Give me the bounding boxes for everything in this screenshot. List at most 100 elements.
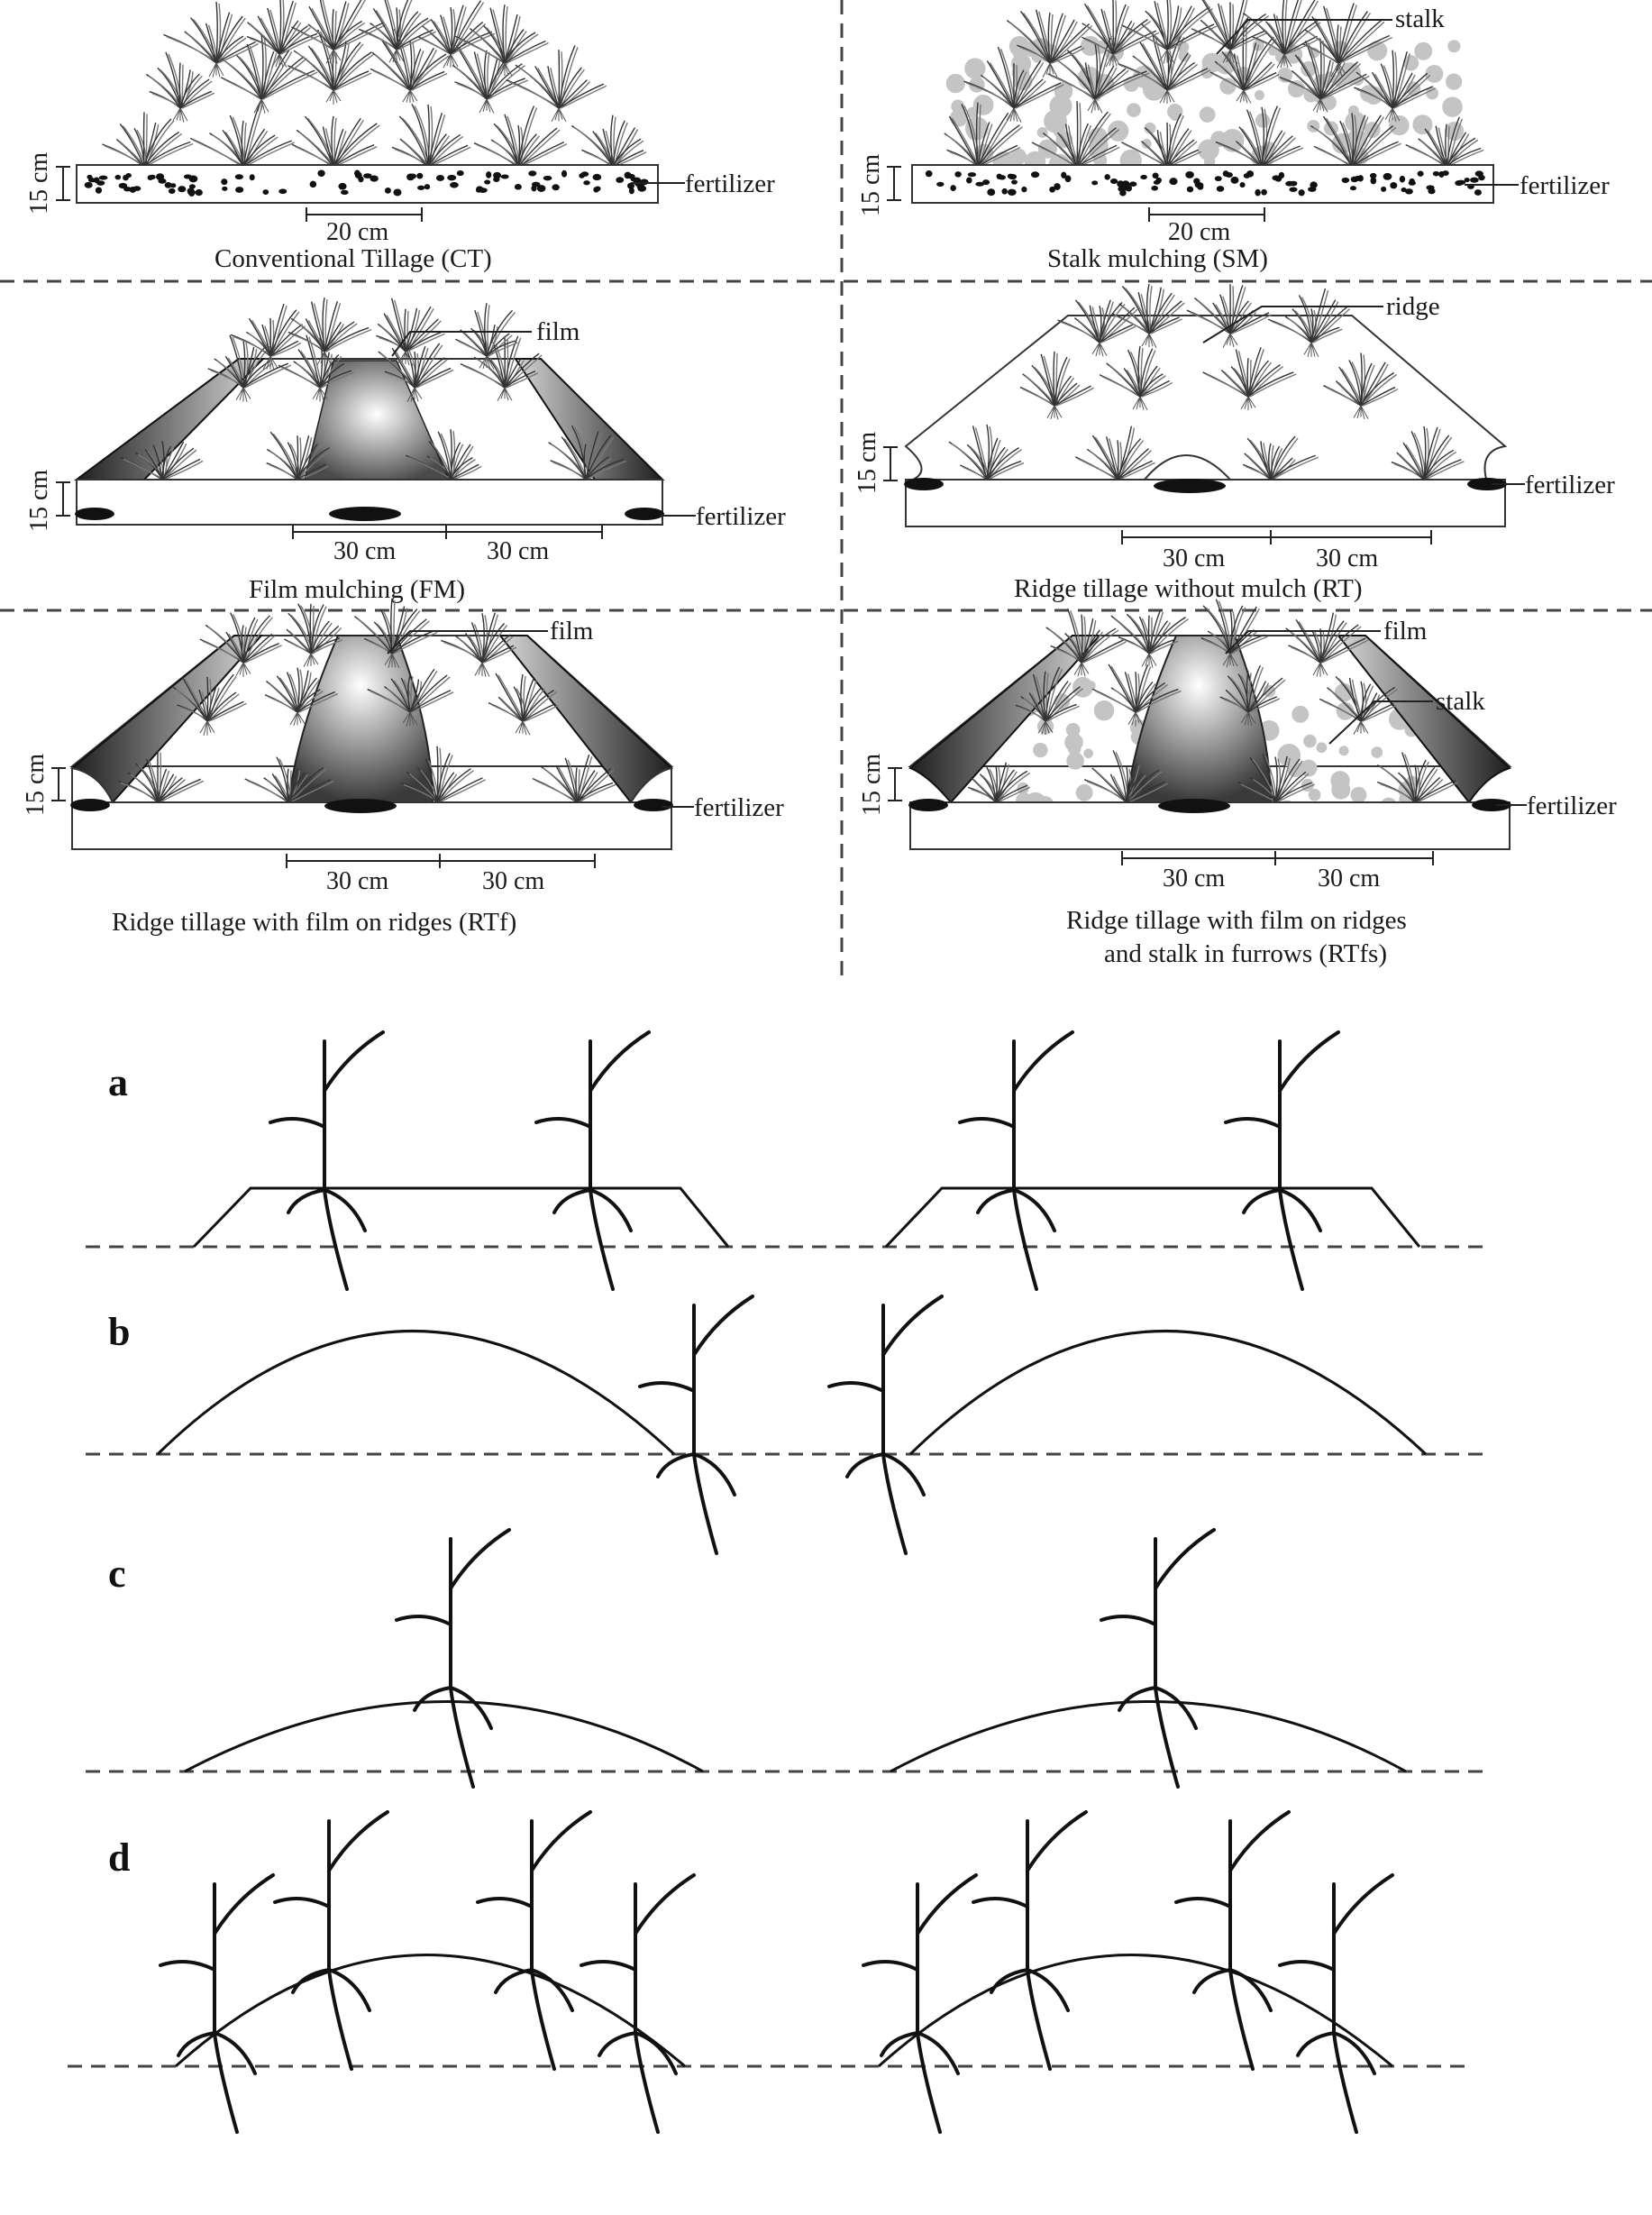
profile-d-ridge-left (174, 1954, 686, 2068)
maize-plant (1267, 288, 1350, 358)
plant-profile (1100, 1528, 1216, 1789)
maize-plant (948, 424, 1025, 493)
ct-caption: Conventional Tillage (CT) (214, 244, 492, 273)
profile-d: d (68, 1810, 1469, 2134)
panel-rt: 15 cm fertilizer ridge 30 cm 30 cm Ridge… (853, 283, 1615, 603)
profile-b: b (86, 1295, 1492, 1555)
fm-depth-label: 15 cm (25, 470, 53, 532)
maize-plant (230, 303, 306, 371)
rt-plant-rows (948, 283, 1465, 494)
fm-caption: Film mulching (FM) (249, 575, 465, 604)
rtfs-fertilizer-label: fertilizer (1527, 792, 1617, 820)
maize-plant (284, 603, 343, 667)
plant-profile (534, 1030, 651, 1291)
rtf-spacing-label-2: 30 cm (482, 867, 544, 895)
rtf-fertilizer-label: fertilizer (694, 793, 784, 822)
maize-plant (353, 598, 438, 669)
sm-stalk-label: stalk (1395, 5, 1445, 33)
rtf-fertilizer-band-center (324, 799, 397, 813)
rt-fertilizer-label: fertilizer (1525, 471, 1615, 499)
rtfs-plant-rows (967, 599, 1459, 817)
rtfs-film-left (908, 635, 1102, 804)
plant-profile (395, 1528, 511, 1789)
plant-profile (638, 1295, 754, 1555)
maize-plant (1391, 426, 1465, 494)
maize-plant (172, 673, 247, 737)
fm-fertilizer-band-center (329, 507, 401, 521)
maize-plant (1099, 346, 1173, 411)
maize-plant (967, 762, 1031, 817)
maize-plant (266, 431, 333, 495)
maize-plant (1019, 351, 1095, 420)
rtfs-fertilizer-band-center (1158, 799, 1230, 813)
maize-plant (452, 45, 529, 114)
profile-c: c (86, 1528, 1483, 1789)
maize-plant (1237, 754, 1315, 817)
profile-c-ridge-left (184, 1700, 704, 1773)
rtf-plant-rows (117, 598, 616, 817)
ct-fertilizer-label: fertilizer (685, 169, 775, 198)
fm-fertilizer-band-left (75, 508, 114, 520)
maize-plant (1323, 352, 1399, 420)
maize-plant (376, 297, 445, 366)
fm-film-label: film (536, 317, 580, 346)
maize-plant (358, 0, 436, 64)
maize-plant (1057, 299, 1138, 357)
maize-plant (963, 46, 1064, 123)
maize-plant (548, 425, 627, 494)
maize-plant (288, 297, 372, 366)
plant-profile (580, 1873, 696, 2134)
fm-spacing-label-2: 30 cm (487, 537, 549, 565)
profile-a-plants (269, 1030, 1340, 1291)
maize-plant (145, 51, 215, 123)
rtf-depth-label: 15 cm (22, 754, 50, 816)
profile-b-plants (638, 1295, 944, 1555)
rt-caption: Ridge tillage without mulch (RT) (1014, 574, 1362, 603)
fm-plant-rows (120, 297, 627, 495)
maize-plant (207, 334, 292, 403)
sm-caption: Stalk mulching (SM) (1047, 244, 1268, 273)
rtfs-spacing-arrows (1121, 851, 1434, 865)
rtfs-spacing-label-1: 30 cm (1163, 865, 1225, 892)
ct-spacing-arrow (306, 207, 423, 222)
maize-plant (1082, 0, 1160, 68)
fm-spacing-arrows (292, 525, 603, 539)
maize-plant (1121, 0, 1218, 64)
profile-c-ridge-right (890, 1700, 1407, 1773)
maize-plant (1118, 33, 1211, 105)
rtf-caption: Ridge tillage with film on ridges (RTf) (112, 908, 516, 937)
rt-spacing-label-1: 30 cm (1163, 545, 1225, 572)
profile-a-bed-left (192, 1186, 730, 1249)
rtfs-fertilizer-band-right (1472, 799, 1511, 811)
profile-b-ridge-left (156, 1330, 676, 1456)
plant-profile (827, 1295, 944, 1555)
rtf-film-label: film (550, 617, 594, 645)
rtfs-stalk-leader (1328, 700, 1433, 745)
maize-plant (199, 612, 282, 677)
rt-ridge-label: ridge (1386, 292, 1440, 321)
rt-depth-label: 15 cm (853, 432, 881, 494)
maize-plant (417, 0, 496, 69)
rtf-depth-marker (51, 767, 66, 801)
maize-plant (370, 28, 450, 104)
panel-dividers (0, 0, 1652, 978)
plant-profile (958, 1030, 1074, 1291)
panel-rtfs: 15 cm fertilizer film stalk 30 cm 30 cm … (858, 599, 1617, 968)
maize-plant (1091, 664, 1182, 727)
rtf-spacing-arrows (286, 854, 596, 868)
plant-profile (862, 1873, 978, 2134)
sm-plant-rows (944, 0, 1484, 181)
ct-depth-marker (56, 166, 70, 201)
rtfs-spacing-label-2: 30 cm (1318, 865, 1380, 892)
profile-b-letter: b (108, 1310, 130, 1354)
maize-plant (246, 0, 321, 68)
sm-stalk-leader (1216, 19, 1392, 55)
panel-fm: 15 cm fertilizer film 30 cm 30 cm Film m… (25, 297, 786, 604)
maize-plant (453, 4, 549, 77)
maize-plant (1111, 283, 1185, 349)
maize-plant (1209, 25, 1280, 104)
maize-plant (488, 673, 559, 736)
sm-depth-marker (887, 166, 901, 201)
ct-depth-label: 15 cm (25, 152, 53, 215)
maize-plant (1215, 105, 1304, 181)
